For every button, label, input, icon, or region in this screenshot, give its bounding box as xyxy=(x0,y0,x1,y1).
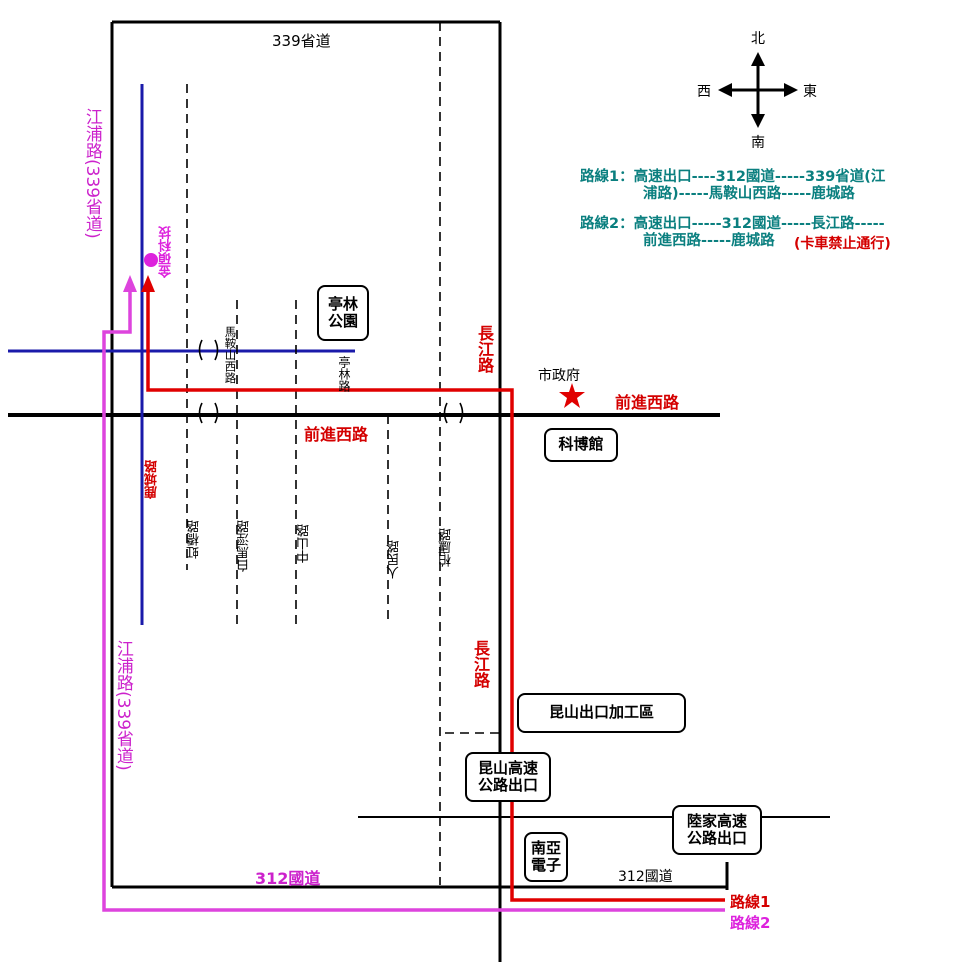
bailu-road-label: 柏廬路 xyxy=(439,528,454,567)
route2-end-label: 路線2 xyxy=(730,914,771,932)
route1-legend-line1: 路線1：高速出口----312國道-----339省道(江 xyxy=(580,169,886,185)
science-museum-box: 科博館 xyxy=(544,428,618,462)
compass-south-label: 南 xyxy=(751,135,765,151)
lujia-exit-box: 陸家高速 公路出口 xyxy=(672,805,762,855)
changjiang-road-label-top: 長江路 xyxy=(475,325,494,373)
road-339-label: 339省道 xyxy=(272,32,331,50)
compass-east-label: 東 xyxy=(803,84,817,100)
jiangpu-road-label-bottom: 江浦路(339省道) xyxy=(112,640,133,771)
route2-path xyxy=(102,290,725,912)
dashed-roads xyxy=(186,22,500,885)
city-hall-label: 市政府 xyxy=(538,368,580,384)
route1-path xyxy=(146,290,725,902)
baima-jing-road-label: 白馬涇路 xyxy=(237,520,252,572)
bridge-marks xyxy=(198,339,464,424)
city-hall-star-icon xyxy=(559,383,585,408)
route2-legend-line2: 前進西路-----鹿城路 xyxy=(643,233,775,249)
hongqiao-road-label: 虹橋路 xyxy=(187,520,202,559)
route1-arrow xyxy=(141,275,155,292)
export-zone-box: 昆山出口加工區 xyxy=(517,693,686,733)
jinshi-tech-label: 金碩科技 xyxy=(159,226,174,278)
route2-truck-note: (卡車禁止通行) xyxy=(794,236,891,252)
nanya-electronics-box: 南亞 電子 xyxy=(524,832,568,882)
compass-north-label: 北 xyxy=(751,31,765,47)
route2-legend-line1: 路線2：高速出口-----312國道-----長江路----- xyxy=(580,216,885,232)
qianjin-west-label-mid: 前進西路 xyxy=(304,425,369,444)
tinglin-park-box: 亭林 公園 xyxy=(317,285,369,341)
national-312-label-left: 312國道 xyxy=(255,869,321,888)
route2-arrow xyxy=(123,275,137,292)
malu-shan-road-label: 馬鞍山西路 xyxy=(223,326,238,384)
destination-dot xyxy=(144,253,158,267)
compass-west-label: 西 xyxy=(697,84,711,100)
lucheng-road-label: 鹿城路 xyxy=(145,460,160,499)
national-312-label-right: 312國道 xyxy=(618,869,673,885)
compass-icon xyxy=(728,62,788,118)
jiangpu-road-label-top: 江浦路(339省道) xyxy=(81,108,102,239)
route1-legend-line2: 浦路)-----馬鞍山西路-----鹿城路 xyxy=(643,186,855,202)
renmin-road-label: 人民路 xyxy=(387,540,402,579)
zhongshan-road-label: 中山路 xyxy=(297,524,312,563)
tinglin-road-label: 亭林路 xyxy=(337,356,351,392)
route1-end-label: 路線1 xyxy=(730,893,771,911)
kunshan-exit-box: 昆山高速 公路出口 xyxy=(465,752,551,802)
changjiang-road-label-bottom: 長江路 xyxy=(471,640,490,688)
qianjin-west-label-right: 前進西路 xyxy=(615,393,680,412)
